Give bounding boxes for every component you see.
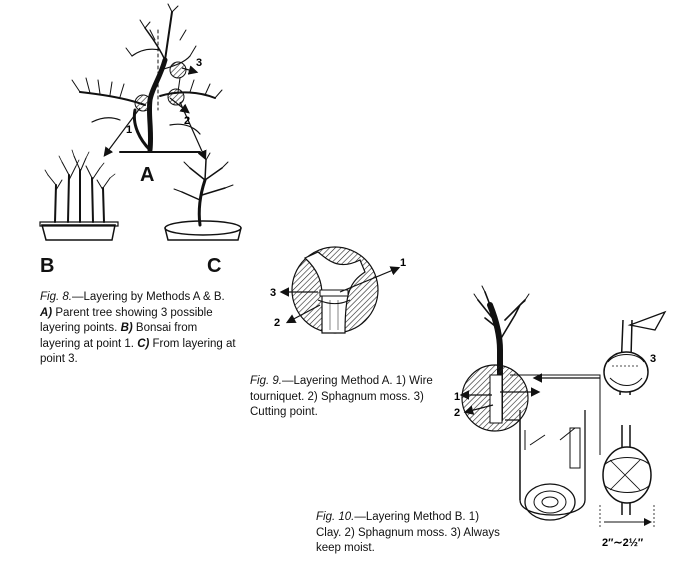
fig9-arrows <box>279 266 401 324</box>
fig8-caption-a-text: Parent tree showing 3 possible layering … <box>40 306 213 335</box>
fig8-label-c: C <box>207 255 222 277</box>
fig10-caption-fig: Fig. 10. <box>316 511 355 523</box>
fig8-label-2: 2 <box>184 115 190 127</box>
fig9-caption-dash: — <box>281 375 294 387</box>
fig8-label-a: A <box>140 164 155 186</box>
fig9-label-3: 3 <box>270 287 276 299</box>
fig9-caption: Fig. 9.—Layering Method A. 1) Wire tourn… <box>250 374 438 421</box>
fig10-arrows <box>459 373 600 415</box>
fig8-parent-tree <box>71 3 223 153</box>
fig9-caption-fig: Fig. 9. <box>250 375 282 387</box>
fig8-bonsai-c <box>164 151 242 241</box>
fig9-caption-title: Layering Method A. <box>293 375 393 387</box>
fig10-label-2: 2 <box>454 407 460 419</box>
fig8-caption-c-key: C) <box>137 337 150 350</box>
fig9-caption-text: 1) Wire tourniquet. 2) Sphagnum moss. 3)… <box>250 375 433 418</box>
fig8-label-b: B <box>40 255 55 277</box>
fig8-caption-fig: Fig. 8. <box>40 291 72 303</box>
fig10-layer-circle <box>461 364 529 432</box>
fig8-caption-b-text: Bonsai from layering at point 1. <box>40 322 198 350</box>
fig8-caption: Fig. 8.—Layering by Methods A & B. A) Pa… <box>40 290 240 368</box>
fig10-moss-ball-3 <box>603 310 667 396</box>
fig10-moss-ball-wrapped <box>599 425 655 528</box>
fig8-label-3: 3 <box>196 57 202 69</box>
fig8-arrows <box>103 65 207 161</box>
fig10-caption-title: Layering Method B. <box>365 511 466 523</box>
fig10-caption-text: 1) Clay. 2) Sphagnum moss. 3) Always kee… <box>316 511 500 554</box>
fig10-caption: Fig. 10.—Layering Method B. 1) Clay. 2) … <box>316 510 506 557</box>
fig8-label-1: 1 <box>126 124 132 136</box>
fig8-caption-title: Layering by Methods A & B. <box>83 291 225 303</box>
fig8-layering-points <box>134 61 187 112</box>
fig10-dimension: 2″∼2½″ <box>602 537 644 549</box>
fig8-caption-dash: — <box>71 291 84 303</box>
fig10-label-3: 3 <box>650 353 656 365</box>
fig9-branch-detail <box>291 246 379 334</box>
fig8-bonsai-b <box>39 149 119 241</box>
fig8-caption-a-key: A) <box>40 306 53 319</box>
fig9-label-2: 2 <box>274 317 280 329</box>
fig10-caption-dash: — <box>354 511 366 523</box>
fig10-label-1: 1 <box>454 391 460 403</box>
fig8-caption-b-key: B) <box>120 322 133 334</box>
fig10-pot-cutaway <box>505 374 601 521</box>
fig8-caption-c-text: From layering at point 3. <box>40 337 236 366</box>
fig9-label-1: 1 <box>400 257 406 269</box>
fig10-tree <box>473 285 530 423</box>
